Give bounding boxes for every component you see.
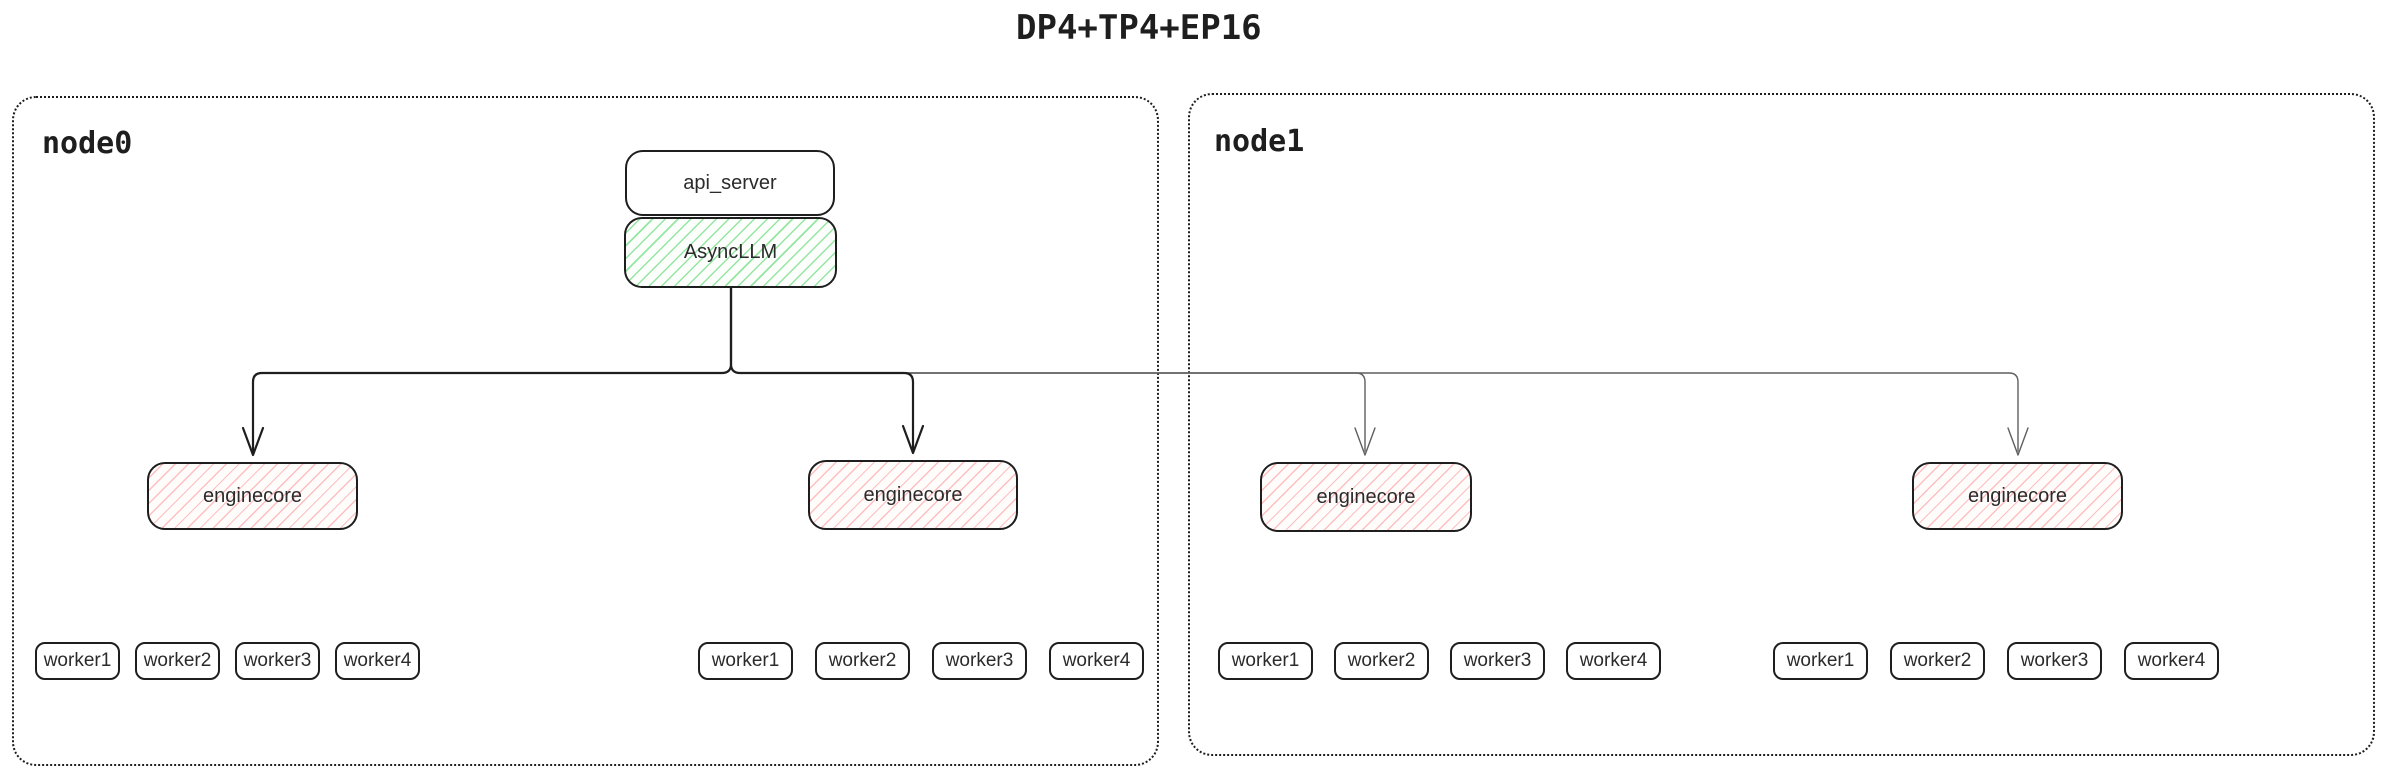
node0-worker-group-a: worker1 worker2 worker3 worker4 [35, 642, 420, 680]
worker-label: worker4 [1579, 650, 1648, 671]
worker-box: worker2 [135, 642, 220, 680]
enginecore-label: enginecore [1968, 484, 2067, 507]
worker-label: worker3 [243, 650, 312, 671]
worker-box: worker4 [1049, 642, 1144, 680]
asyncllm-box: AsyncLLM [624, 217, 837, 288]
worker-label: worker1 [1786, 650, 1855, 671]
api-server-label: api_server [683, 171, 777, 194]
asyncllm-label: AsyncLLM [683, 241, 778, 263]
worker-box: worker3 [235, 642, 320, 680]
worker-box: worker1 [698, 642, 793, 680]
worker-label: worker2 [143, 650, 212, 671]
diagram-title: DP4+TP4+EP16 [1016, 8, 1262, 48]
worker-box: worker1 [35, 642, 120, 680]
node1-worker-group-b: worker1 worker2 worker3 worker4 [1773, 642, 2219, 680]
worker-box: worker4 [335, 642, 420, 680]
worker-label: worker1 [43, 650, 112, 671]
worker-box: worker3 [1450, 642, 1545, 680]
enginecore-label: enginecore [1316, 485, 1416, 508]
worker-label: worker1 [711, 650, 780, 671]
worker-box: worker1 [1218, 642, 1313, 680]
node1-label: node1 [1214, 124, 1305, 159]
enginecore-label: enginecore [203, 484, 302, 507]
worker-box: worker2 [1334, 642, 1429, 680]
enginecore-label: enginecore [863, 483, 963, 506]
node0-worker-group-b: worker1 worker2 worker3 worker4 [698, 642, 1144, 680]
node1-enginecore2-box: enginecore [1912, 462, 2123, 530]
worker-label: worker2 [828, 650, 897, 671]
node0-label: node0 [42, 126, 133, 161]
worker-label: worker4 [2137, 650, 2206, 671]
worker-box: worker1 [1773, 642, 1868, 680]
worker-label: worker3 [2020, 650, 2089, 671]
worker-box: worker3 [2007, 642, 2102, 680]
worker-label: worker4 [343, 650, 412, 671]
worker-label: worker2 [1347, 650, 1416, 671]
worker-label: worker4 [1062, 650, 1131, 671]
worker-label: worker3 [1463, 650, 1532, 671]
node0-enginecore1-box: enginecore [147, 462, 358, 530]
worker-box: worker4 [2124, 642, 2219, 680]
node0-enginecore2-box: enginecore [808, 460, 1018, 530]
worker-box: worker3 [932, 642, 1027, 680]
worker-box: worker2 [815, 642, 910, 680]
node1-worker-group-a: worker1 worker2 worker3 worker4 [1218, 642, 1661, 680]
worker-box: worker4 [1566, 642, 1661, 680]
node1-enginecore1-box: enginecore [1260, 462, 1472, 532]
worker-label: worker1 [1231, 650, 1300, 671]
api-server-box: api_server [625, 150, 835, 216]
worker-label: worker2 [1903, 650, 1972, 671]
worker-label: worker3 [945, 650, 1014, 671]
worker-box: worker2 [1890, 642, 1985, 680]
